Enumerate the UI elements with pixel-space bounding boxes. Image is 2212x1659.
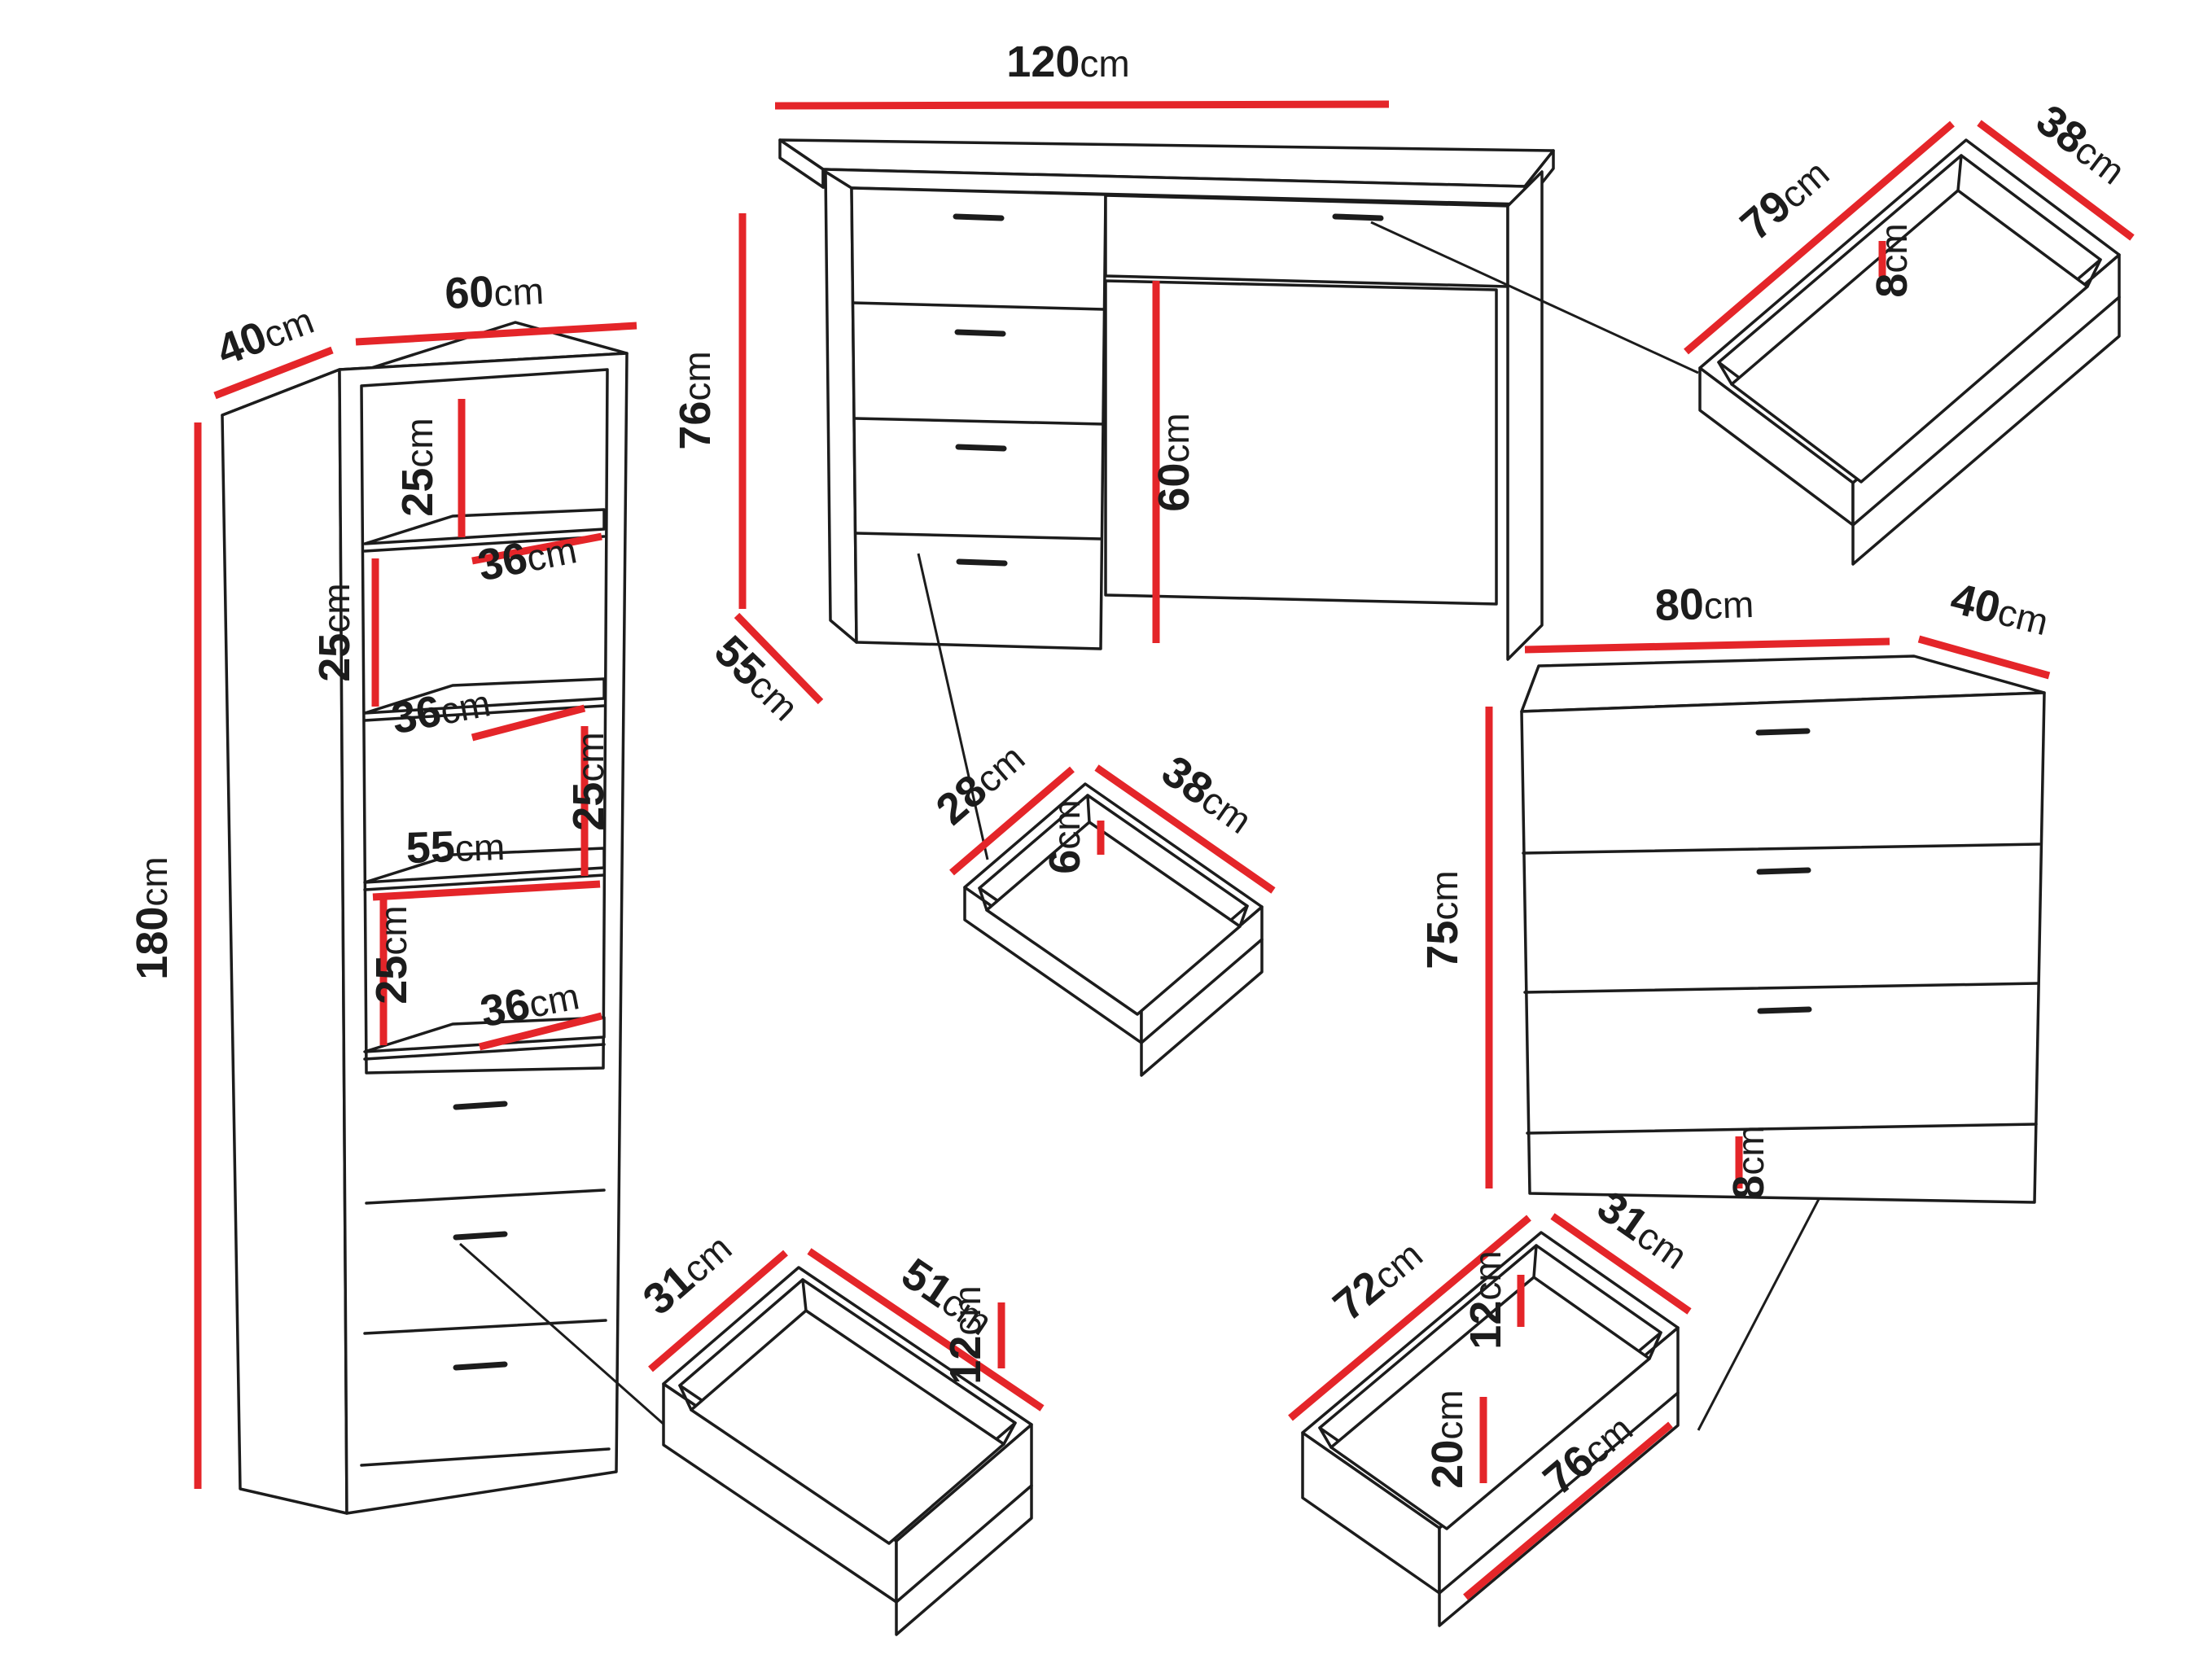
bookcase-shelf-top [363,1016,606,1053]
drawer-handle [953,213,1005,221]
drawer-handle [955,444,1007,452]
dim-label-chest-drawer-front-height: 20cm [1423,1390,1472,1488]
desk-pedestal-drawer-divider [852,301,1106,541]
dim-label-bookcase-gap-4: 25cm [367,905,416,1004]
dim-line-pedestal-drawer-width [949,766,1075,876]
dim-line-chest-drawer-bottom-width [1463,1421,1673,1600]
bookcase-shelf-edge [363,1043,606,1061]
drawer-inner-corner [1318,1244,1662,1449]
chest-drawer-divider [1522,843,2041,994]
dim-label-chest-width: 80cm [1654,578,1754,630]
dim-label-chest-plinth: 8cm [1724,1125,1773,1199]
dim-label-chest-depth: 40cm [1946,574,2053,646]
drawer-handle [1757,1006,1812,1014]
drawer-front-seam [1438,1391,1680,1595]
chest-plinth-line [1526,1123,2038,1135]
dim-line-bookcase-inner-width [372,880,601,901]
bookcase-left-face [221,368,348,1515]
drawer-front-seam [1140,938,1264,1044]
dim-line-desk-drawer-width [1684,120,1955,355]
dim-line-desk-drawer-depth [1977,120,2135,241]
dim-line-bookcase-shelf-depth-2 [471,704,586,742]
dim-label-bookcase-shelf-depth-1: 36cm [474,523,580,590]
dim-label-desk-drawer-inner-height: 8cm [1868,223,1916,297]
dim-label-desk-leg-opening: 60cm [1150,413,1198,511]
drawer-inner-corner [978,794,1249,928]
drawer-handle [1756,867,1811,875]
chest-of-drawers: 80cm 40cm 75cm 8cm [1418,574,2053,1204]
dim-label-bookcase-shelf-depth-3: 36cm [476,970,583,1036]
dim-label-bookcase-drawer-inner-height: 12cm [941,1285,990,1384]
dim-line-bookcase-width [355,322,637,346]
dim-line-chest-drawer-depth [1550,1213,1692,1315]
dim-line-bookcase-drawer-width [648,1250,788,1372]
dim-label-bookcase-gap-2: 25cm [310,583,359,681]
bookcase-shelf-edge [363,873,606,891]
dim-label-desk-width: 120cm [1006,37,1129,86]
bookcase-opening-frame [360,368,609,1075]
desk-right-side-panel [1506,170,1544,661]
bookcase-shelf-top [363,508,606,545]
bookcase: 40cm 60cm 180cm 25cm 36cm 25cm 36cm 25cm… [128,265,637,1515]
desk-wide-drawer-front [1104,194,1509,288]
dim-line-chest-width [1524,637,1890,654]
dim-label-pedestal-drawer-depth: 38cm [1153,746,1262,843]
dim-label-desk-drawer-depth: 38cm [2027,95,2135,194]
drawer-handle [453,1101,508,1110]
bookcase-drawer-divider [363,1319,607,1335]
drawer-handle [1332,213,1384,221]
dim-line-bookcase-shelf-depth-3 [478,1012,603,1051]
bookcase-shelf-top [363,677,606,715]
pointer-pedestal-to-drawer [917,553,989,860]
pedestal-drawer-detail: 28cm 38cm 6cm [927,736,1276,1077]
dim-line-chest-drawer-width [1288,1215,1531,1421]
dim-line-chest-depth [1917,635,2051,680]
drawer-inner-corner [1717,154,2102,386]
dim-label-bookcase-inner-width: 55cm [405,821,506,873]
dim-label-bookcase-width: 60cm [444,265,545,318]
bookcase-shelf-edge [363,704,606,722]
drawer-front-seam [1851,295,2121,527]
bookcase-drawer-detail: 31cm 51cm 12cm [634,1226,1045,1636]
dim-label-bookcase-gap-3: 25cm [564,732,613,830]
dim-line-desk-depth [734,612,824,705]
pointer-desk-to-drawer [1370,221,1699,374]
bookcase-shelf-edge [363,535,606,553]
desk-knee-back-panel [1104,279,1498,606]
drawer-handle [453,1231,508,1241]
dim-label-chest-height: 75cm [1418,870,1467,969]
drawer-handle [1755,728,1811,736]
dim-label-pedestal-drawer-inner-height: 6cm [1040,799,1089,873]
desk: 120cm 76cm 55cm 60cm [671,37,1555,729]
drawer-handle [954,329,1006,337]
dim-line-bookcase-shelf-depth-1 [471,532,602,565]
dim-line-bookcase-drawer-depth [807,1248,1045,1412]
drawer-front-seam [895,1484,1033,1604]
desk-drawer-detail: 79cm 38cm 8cm [1684,95,2135,566]
dim-label-desk-height: 76cm [671,351,720,449]
drawer-handle [956,558,1008,567]
drawer-inner-corner [678,1278,1017,1446]
dim-label-bookcase-height: 180cm [128,856,177,979]
dim-line-bookcase-depth [213,346,334,400]
drawer-handle [453,1361,508,1371]
dim-label-bookcase-gap-top: 25cm [393,418,442,516]
bookcase-front-face [338,352,629,1515]
chest-drawer-detail: 72cm 31cm 12cm 20cm 76cm [1288,1182,1695,1627]
bookcase-shelf-top [363,847,606,884]
dim-line-desk-width [774,100,1390,110]
dim-label-bookcase-shelf-depth-2: 36cm [388,676,494,743]
bookcase-drawer-divider [365,1188,606,1205]
bookcase-base-line [360,1447,611,1467]
dim-label-chest-drawer-inner-height: 12cm [1461,1250,1510,1349]
dim-line-pedestal-drawer-depth [1094,764,1276,894]
chest-front-face [1520,691,2046,1204]
pointer-bookcase-to-drawer [459,1242,667,1428]
